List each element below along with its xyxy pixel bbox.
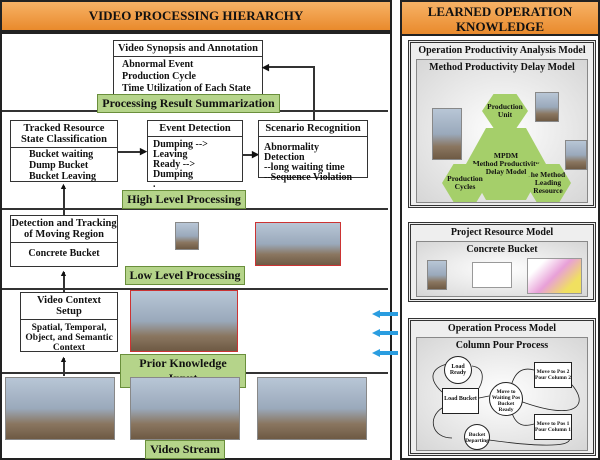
resource-subtitle: Concrete Bucket <box>466 244 538 255</box>
hex-leading-resource: The Method's Leading Resource <box>525 164 571 202</box>
arrow-head-icon: ▲ <box>59 181 68 191</box>
model-code-image <box>472 262 512 288</box>
node-move-waiting: Move to Waiting Pos Bucket Ready <box>489 382 523 416</box>
summarization-label: Processing Result Summarization <box>97 94 280 113</box>
event-item: Ready --> Dumping <box>153 159 196 180</box>
synopsis-item: Production Cycle <box>122 71 196 82</box>
context-title: Setup <box>56 306 82 317</box>
video-stream-label: Video Stream <box>145 440 225 459</box>
detection-title: Detection and Tracking <box>11 218 117 229</box>
knowledge-arrow-icon <box>372 329 398 337</box>
knowledge-arrow-icon <box>372 310 398 318</box>
tracking-image <box>255 222 341 266</box>
node-load-bucket: Load Bucket <box>442 388 479 414</box>
arrow-head-icon: ▲ <box>59 268 68 278</box>
process-model-panel: Operation Process Model Column Pour Proc… <box>408 318 596 456</box>
context-body: Spatial, Temporal, Object, and Semantic … <box>25 323 113 353</box>
scenario-item: --long waiting time <box>264 162 345 173</box>
event-item: Dumping --> Leaving <box>153 139 208 160</box>
resource-model-panel: Project Resource Model Concrete Bucket <box>408 222 596 302</box>
column-pour-diagram: Column Pour Process Load Ready Load Buck… <box>416 337 588 451</box>
hex-production-unit: Production Unit <box>482 94 528 128</box>
arrow-line <box>63 272 65 292</box>
bucket-image <box>535 92 559 122</box>
detection-title: of Moving Region <box>24 229 104 240</box>
arrow-line <box>243 154 256 156</box>
arrow-head-icon: ▶ <box>140 146 147 156</box>
crane-image <box>432 108 462 160</box>
context-image <box>130 290 238 352</box>
tracked-title: Tracked Resource <box>23 123 105 134</box>
hierarchy-panel <box>0 32 392 460</box>
synopsis-box: Video Synopsis and Annotation Abnormal E… <box>113 40 263 96</box>
video-frame-1 <box>5 377 115 440</box>
scenario-item: --Sequence Violation <box>264 172 353 183</box>
right-title: LEARNED OPERATION KNOWLEDGE <box>400 0 600 36</box>
tracked-item: Dump Bucket <box>29 160 89 171</box>
process-subtitle: Column Pour Process <box>455 340 549 351</box>
mpdm-subtitle: Method Productivity Delay Model <box>429 62 575 73</box>
event-title: Event Detection <box>148 121 242 137</box>
right-title-line: KNOWLEDGE <box>455 19 545 34</box>
tracked-title: State Classification <box>20 134 108 145</box>
arrow-line <box>313 66 315 120</box>
scenario-box: Scenario Recognition Abnormality Detecti… <box>258 120 368 183</box>
divider <box>2 288 388 290</box>
right-title-line: LEARNED OPERATION <box>427 4 573 19</box>
event-item: . <box>153 179 156 190</box>
video-frame-3 <box>257 377 367 440</box>
node-pos-1: Move to Pos 1 Pour Column 1 <box>534 414 572 440</box>
tracked-item: Bucket Leaving <box>29 171 96 182</box>
bucket-image <box>427 260 447 290</box>
synopsis-item: Time Utilization of Each State <box>122 83 251 94</box>
process-title: Operation Process Model <box>447 323 557 334</box>
knowledge-arrow-icon <box>372 349 398 357</box>
scenario-title: Scenario Recognition <box>259 121 367 137</box>
synopsis-title: Video Synopsis and Annotation <box>114 41 262 57</box>
node-pos-2: Move to Pos 2 Pour Column 2 <box>534 362 572 388</box>
synopsis-item: Abnormal Event <box>122 59 194 70</box>
tracked-item: Bucket waiting <box>29 149 94 160</box>
bucket-image <box>565 140 587 170</box>
arrow-line <box>63 358 65 376</box>
scenario-item: Abnormality Detection <box>264 142 319 163</box>
low-level-label: Low Level Processing <box>125 266 245 285</box>
productivity-title: Operation Productivity Analysis Model <box>418 45 586 56</box>
arrow-head-icon: ▶ <box>252 149 259 159</box>
event-detection-box: Event Detection Dumping --> Leaving Read… <box>147 120 243 200</box>
arrow-line <box>63 186 65 215</box>
bucket-image <box>175 222 199 250</box>
node-load-ready: Load Ready <box>444 356 472 384</box>
high-level-label: High Level Processing <box>122 190 246 209</box>
resource-title: Project Resource Model <box>450 227 554 238</box>
productivity-model-panel: Operation Productivity Analysis Model Me… <box>408 40 596 208</box>
detection-body: Concrete Bucket <box>28 248 100 259</box>
arrow-line <box>118 151 145 153</box>
scatter-plot-image <box>527 258 582 294</box>
node-bucket-departing: Bucket Departing <box>464 424 490 450</box>
video-frame-2 <box>130 377 240 440</box>
arrow-line <box>265 66 314 68</box>
arrow-head-icon: ▲ <box>59 354 68 364</box>
context-title: Video Context <box>36 295 102 306</box>
left-title: VIDEO PROCESSING HIERARCHY <box>0 0 392 32</box>
arrow-head-icon: ◀ <box>262 62 269 72</box>
